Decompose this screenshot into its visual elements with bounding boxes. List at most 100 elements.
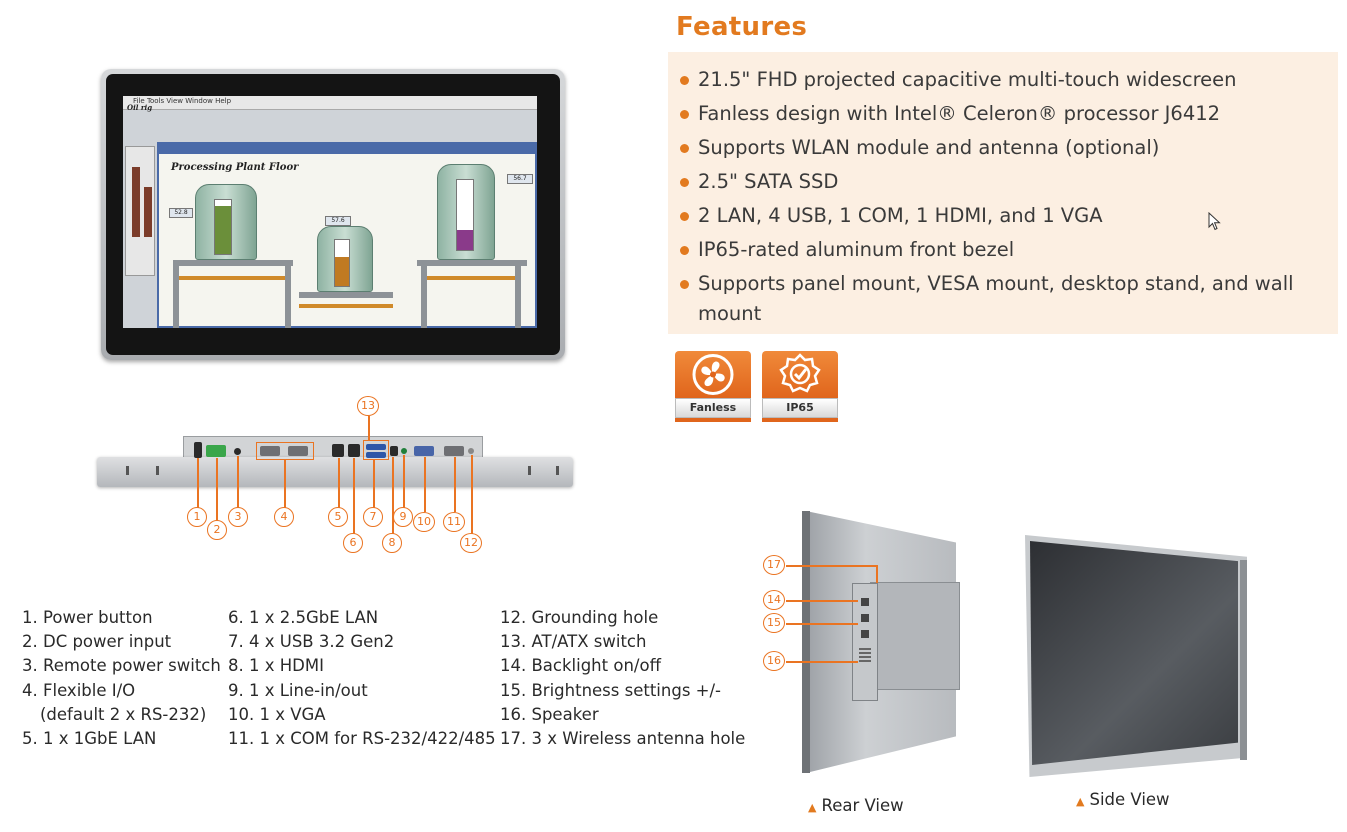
features-title: Features [676,12,808,42]
screen-menubar: File Tools View Window Help [123,96,537,110]
tank-fill [335,257,349,286]
spec-item: 9. 1 x Line-in/out [228,680,368,700]
callout-lead [876,565,878,583]
spec-item: 12. Grounding hole [500,608,659,627]
callout-13: 13 [357,396,379,416]
callout-5: 5 [328,507,348,527]
callout-16: 16 [763,651,785,671]
callout-6: 6 [343,533,363,553]
callout-lead [284,460,286,508]
com-port [444,446,464,456]
callout-lead [786,661,858,663]
spec-item: 11. 1 x COM for RS-232/422/485 [228,728,496,748]
callout-10: 10 [413,512,435,532]
screen-side-label: Oil rig [127,103,153,112]
screen-menu-text: File Tools View Window Help [133,97,232,105]
feature-item: IP65-rated aluminum front bezel [680,235,1314,265]
badge-label: Fanless [675,398,751,418]
callout-4: 4 [274,507,294,527]
spec-item: 6. 1 x 2.5GbE LAN [228,608,379,627]
features-box: 21.5" FHD projected capacitive multi-tou… [668,52,1338,334]
readout-box: 57.6 [325,216,351,226]
frame-beam [299,292,393,298]
badge-accent [675,418,751,422]
screen-level-bar [144,187,152,237]
callout-lead [353,458,355,534]
spec-column-1: 1. Power button 2. DC power input 3. Rem… [22,606,221,751]
triangle-icon: ▲ [808,801,817,814]
badge-ip65: IP65 [762,351,838,423]
power-button-port [194,442,202,458]
callout-lead [403,455,405,508]
tank-fill [215,206,231,254]
badge-fanless: Fanless [675,351,751,423]
spec-item: 4. Flexible I/O [22,680,136,700]
tank-2 [317,226,373,292]
spec-item: 14. Backlight on/off [500,656,661,676]
mount-slot [528,466,531,475]
spec-item: 8. 1 x HDMI [228,656,324,676]
frame-beam [173,260,179,328]
feature-item: 2.5" SATA SSD [680,167,1314,197]
callout-lead [216,458,218,521]
callout-8: 8 [382,533,402,553]
control-button [861,630,869,638]
spec-item: 2. DC power input [22,632,172,652]
spec-item: 17. 3 x Wireless antenna hole [500,728,746,748]
callout-lead [368,416,370,440]
spec-item: 16. Speaker [500,704,599,724]
callout-9: 9 [393,507,413,527]
spec-item: 3. Remote power switch [22,656,221,676]
hdmi-port [390,446,398,456]
callout-7: 7 [363,507,383,527]
callout-1: 1 [187,507,207,527]
frame-beam [285,260,291,328]
io-body [97,457,573,487]
mount-slot [156,466,159,475]
inner-window-titlebar [159,144,535,154]
rear-control-bracket [852,583,878,701]
tank-fill [457,230,473,250]
shield-check-icon [779,353,821,393]
callout-12: 12 [460,533,482,553]
callout-14: 14 [763,590,785,610]
screen-level-bar [132,167,140,237]
callout-17: 17 [763,555,785,575]
callout-lead [237,456,239,508]
feature-item: 21.5" FHD projected capacitive multi-tou… [680,65,1314,95]
side-panel-screen [1030,541,1238,765]
readout-1: 52.8 [174,209,188,216]
audio-port [401,448,407,454]
spec-item: 7. 4 x USB 3.2 Gen2 [228,632,395,652]
side-panel-edge [1240,560,1247,760]
front-panel-photo: File Tools View Window Help Oil rig Proc… [101,69,565,360]
speaker-grill [859,648,871,662]
readout-3: 56.7 [513,175,527,182]
rear-view-caption: ▲ Rear View [808,796,904,815]
rear-panel-edge [802,511,810,773]
badge-icon-bg [762,351,838,398]
frame-beam [417,260,527,266]
spec-column-3: 12. Grounding hole 13. AT/ATX switch 14.… [500,606,745,751]
side-view-caption: ▲Side View [1076,790,1170,809]
tank-gauge [334,239,350,287]
tank-3 [437,164,495,260]
usb-port [366,452,386,458]
callout-lead [786,600,858,602]
callout-15: 15 [763,613,785,633]
callout-lead [424,457,426,512]
readout-box: 56.7 [507,174,533,184]
callout-lead [786,565,876,567]
spec-item: 10. 1 x VGA [228,704,326,724]
rear-view-label: Rear View [821,796,904,815]
serial-port [288,446,308,456]
feature-item: Supports panel mount, VESA mount, deskto… [680,269,1314,329]
frame-beam [515,260,521,328]
spec-item: (default 2 x RS-232) [40,704,207,724]
fan-icon [692,354,734,395]
screen-title: Processing Plant Floor [171,162,299,173]
lan-port [348,444,360,457]
side-view-label: Side View [1089,790,1170,809]
usb-highlight [363,440,389,460]
callout-lead [392,457,394,534]
